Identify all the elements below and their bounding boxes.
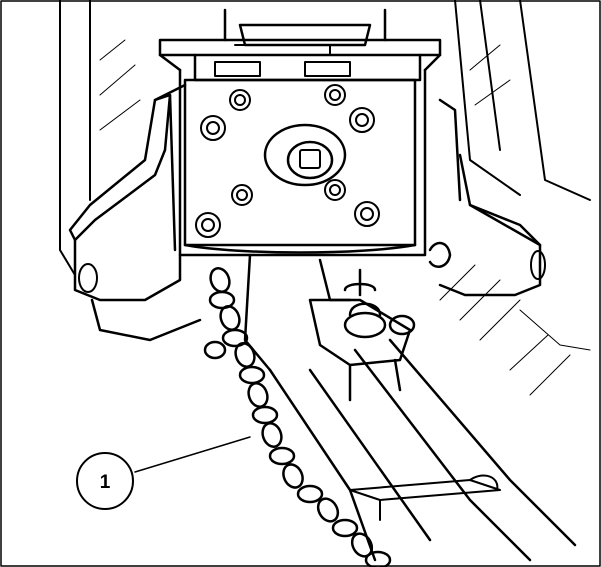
bolt: [229, 89, 251, 111]
upper-hitch: [158, 8, 442, 82]
bolt: [354, 201, 380, 227]
bolt: [324, 179, 346, 201]
bolt: [195, 212, 221, 238]
hatching: [439, 264, 591, 396]
safety-chain: [203, 267, 392, 567]
tractor-body: [59, 0, 591, 276]
mounting-plate: [158, 53, 442, 257]
bolt: [200, 115, 226, 141]
bolt: [231, 184, 253, 206]
hitch-clip: [349, 474, 501, 521]
callout-circle: [76, 452, 134, 510]
callout-leader-line: [134, 436, 251, 473]
bolt: [349, 107, 375, 133]
right-bracket: [428, 98, 546, 297]
bolts: [195, 84, 380, 238]
bolt: [324, 84, 346, 106]
pto-shaft: [263, 123, 347, 187]
callout-label: 1: [100, 472, 111, 493]
drawbar: [243, 253, 577, 562]
